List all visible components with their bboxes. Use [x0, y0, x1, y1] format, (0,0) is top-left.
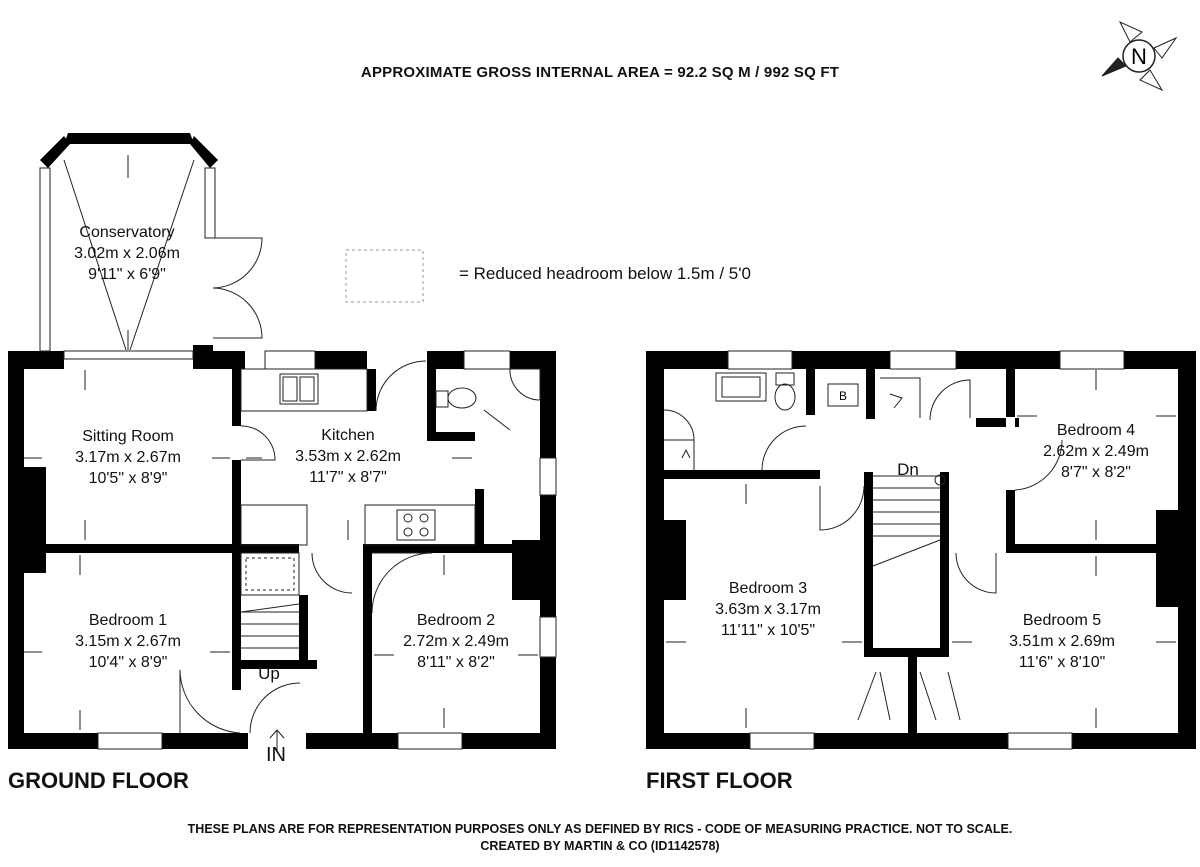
dimension-markers — [24, 155, 1176, 730]
ground-floor-fixtures — [63, 159, 541, 752]
room-bedroom-3: Bedroom 3 3.63m x 3.17m 11'11" x 10'5" — [715, 580, 821, 639]
room-bedroom-4: Bedroom 4 2.62m x 2.49m 8'7" x 8'2" — [1043, 422, 1149, 481]
reduced-headroom-swatch — [345, 249, 424, 303]
room-conservatory: Conservatory 3.02m x 2.06m 9'11" x 6'9" — [74, 224, 180, 283]
stairs-up-label: Up — [258, 664, 280, 683]
entrance-label: IN — [266, 744, 286, 766]
gross-internal-area: APPROXIMATE GROSS INTERNAL AREA = 92.2 S… — [360, 64, 840, 81]
compass-rose-icon — [1101, 20, 1178, 92]
first-floor-fixtures — [663, 372, 1063, 721]
ground-floor-walls — [8, 133, 556, 749]
stairs-down-label: Dn — [897, 460, 919, 479]
first-floor-windows — [727, 350, 1125, 750]
ground-floor-label: GROUND FLOOR — [8, 768, 189, 793]
first-floor-walls — [646, 351, 1196, 749]
disclaimer-line-2: CREATED BY MARTIN & CO (ID1142578) — [480, 839, 720, 853]
room-bedroom-5: Bedroom 5 3.51m x 2.69m 11'6" x 8'10" — [1009, 612, 1115, 671]
reduced-headroom-legend: = Reduced headroom below 1.5m / 5'0 — [459, 264, 751, 283]
room-bedroom-2: Bedroom 2 2.72m x 2.49m 8'11" x 8'2" — [403, 612, 509, 671]
disclaimer-line-1: THESE PLANS ARE FOR REPRESENTATION PURPO… — [187, 822, 1013, 836]
boiler-label: B — [839, 389, 847, 403]
room-bedroom-1: Bedroom 1 3.15m x 2.67m 10'4" x 8'9" — [75, 612, 181, 671]
ground-floor-windows — [39, 167, 557, 750]
compass-north-label: N — [1131, 44, 1147, 69]
room-kitchen: Kitchen 3.53m x 2.62m 11'7" x 8'7" — [295, 427, 401, 486]
first-floor-label: FIRST FLOOR — [646, 768, 793, 793]
room-sitting-room: Sitting Room 3.17m x 2.67m 10'5" x 8'9" — [75, 428, 181, 487]
